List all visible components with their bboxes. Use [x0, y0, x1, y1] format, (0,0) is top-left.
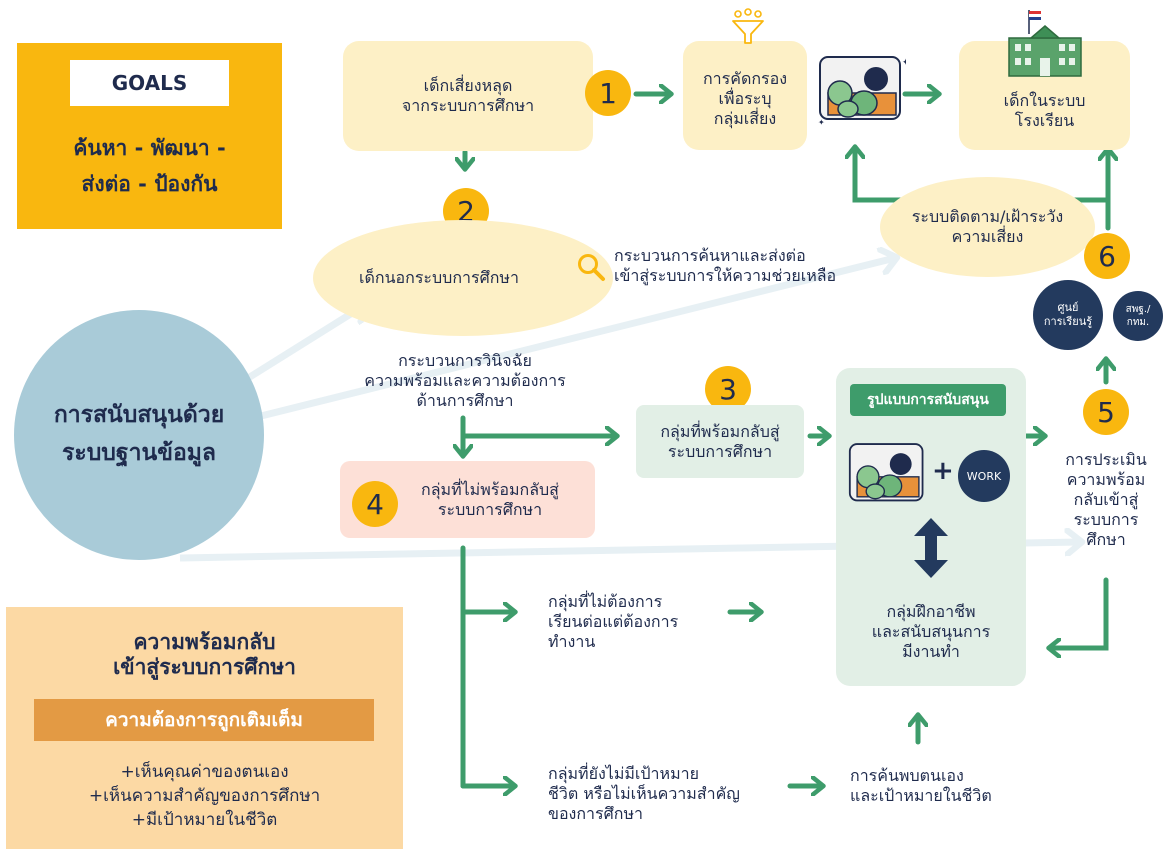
step-3-badge: 3: [705, 366, 751, 412]
support-panel: รูปแบบการสนับสนุน + WORK กลุ่มฝึกอาชีพ แ…: [836, 368, 1026, 686]
money-bags-icon: ✦ ✦: [818, 56, 906, 127]
box-in-school: เด็กในระบบ โรงเรียน: [959, 41, 1130, 150]
step-4-badge: 4: [352, 481, 398, 527]
self-discovery-text: การค้นพบตนเอง และเป้าหมายในชีวิต: [850, 766, 992, 805]
database-circle: การสนับสนุนด้วย ระบบฐานข้อมูล: [14, 310, 264, 560]
group-want-work-text: กลุ่มที่ไม่ต้องการ เรียนต่อแต่ต้องการ ทำ…: [548, 592, 679, 651]
vocational-text: กลุ่มฝึกอาชีพ และสนับสนุนการ มีงานทำ: [871, 602, 991, 661]
readiness-title: ความพร้อมกลับ เข้าสู่ระบบการศึกษา: [113, 629, 296, 679]
funnel-icon: [732, 8, 764, 44]
ellipse-out-of-school-text: เด็กนอกระบบการศึกษา: [359, 268, 519, 287]
office-badge: สพฐ./ กทม.: [1113, 291, 1163, 341]
box-not-ready-text: กลุ่มที่ไม่พร้อมกลับสู่ ระบบการศึกษา: [421, 479, 559, 519]
box-screening: การคัดกรอง เพื่อระบุ กลุ่มเสี่ยง: [683, 41, 807, 150]
goals-label: GOALS: [70, 60, 229, 106]
readiness-points: +เห็นคุณค่าของตนเอง +เห็นความสำคัญของการ…: [88, 762, 321, 830]
learning-center-text: ศูนย์ การเรียนรู้: [1043, 300, 1093, 328]
needs-bar: ความต้องการถูกเติมเต็ม: [34, 699, 374, 741]
svg-text:✦: ✦: [818, 118, 825, 127]
diagnosis-process-text: กระบวนการวินิจฉัย ความพร้อมและความต้องกา…: [364, 351, 566, 410]
learning-center-badge: ศูนย์ การเรียนรู้: [1033, 280, 1103, 350]
step-6-badge: 6: [1084, 233, 1130, 279]
box-in-school-text: เด็กในระบบ โรงเรียน: [1003, 91, 1086, 130]
goals-text: ค้นหา - พัฒนา - ส่งต่อ - ป้องกัน: [73, 136, 226, 196]
plus-sign: +: [932, 456, 954, 486]
database-circle-text: การสนับสนุนด้วย ระบบฐานข้อมูล: [53, 402, 225, 466]
svg-text:✦: ✦: [902, 58, 906, 68]
box-ready: กลุ่มที่พร้อมกลับสู่ ระบบการศึกษา: [636, 405, 804, 478]
ellipse-monitoring: ระบบติดตาม/เฝ้าระวัง ความเสี่ยง: [880, 177, 1095, 277]
assessment-text: การประเมิน ความพร้อม กลับเข้าสู่ ระบบการ…: [1065, 450, 1147, 549]
ellipse-out-of-school: เด็กนอกระบบการศึกษา: [313, 220, 613, 336]
work-badge-text: WORK: [966, 469, 1002, 483]
box-dropout-risk: เด็กเสี่ยงหลุด จากระบบการศึกษา: [343, 41, 593, 151]
support-panel-title: รูปแบบการสนับสนุน: [850, 384, 1006, 416]
search-process-text: กระบวนการค้นหาและส่งต่อ เข้าสู่ระบบการให…: [614, 246, 837, 285]
money-bags-icon-2: [848, 443, 924, 502]
office-text: สพฐ./ กทม.: [1125, 304, 1151, 328]
school-building-icon: [1008, 10, 1082, 77]
box-screening-text: การคัดกรอง เพื่อระบุ กลุ่มเสี่ยง: [702, 69, 788, 128]
readiness-panel: ความพร้อมกลับ เข้าสู่ระบบการศึกษา ความต้…: [6, 607, 403, 849]
goals-panel: GOALS ค้นหา - พัฒนา - ส่งต่อ - ป้องกัน: [17, 43, 282, 229]
group-no-goal-text: กลุ่มที่ยังไม่มีเป้าหมาย ชีวิต หรือไม่เห…: [548, 764, 740, 823]
step-5-badge: 5: [1083, 389, 1129, 435]
magnifier-icon: [578, 254, 605, 281]
work-badge: WORK: [958, 450, 1010, 502]
step-1-badge: 1: [585, 70, 631, 116]
ellipse-monitoring-text: ระบบติดตาม/เฝ้าระวัง ความเสี่ยง: [911, 207, 1064, 246]
up-down-arrow-icon: [914, 518, 948, 578]
